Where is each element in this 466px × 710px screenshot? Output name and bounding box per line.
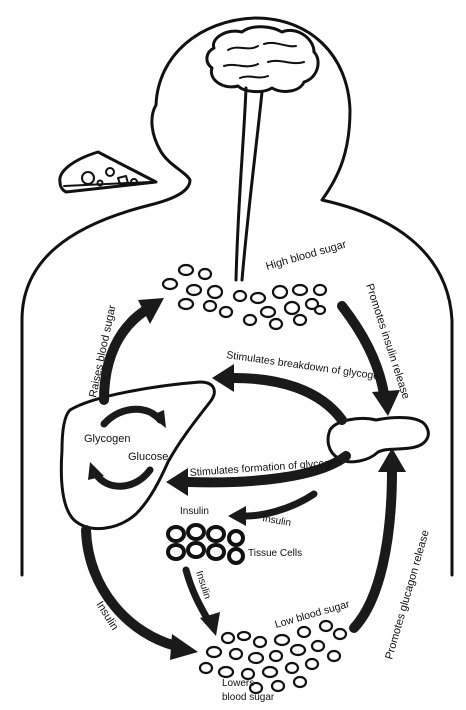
tissue-cell (166, 543, 186, 561)
glucose-cell (271, 284, 289, 300)
glucose-cell (291, 283, 309, 297)
arrow-promotes-insulin-release (337, 301, 400, 416)
glucose-cell (284, 661, 300, 675)
glucose-cell (268, 649, 284, 663)
glucose-cell (268, 317, 284, 331)
glucose-cell (198, 661, 214, 675)
glucose-cell (206, 284, 224, 300)
label-blood-sugar: blood sugar (222, 692, 275, 703)
glucose-cell (332, 627, 348, 641)
glucose-cell (242, 313, 258, 327)
glucose-cell (310, 639, 326, 653)
glucose-cell (312, 283, 328, 297)
glucose-cell (220, 631, 236, 645)
high-blood-sugar-cells (161, 263, 328, 331)
glucose-cell (304, 297, 320, 311)
glucose-cell (283, 300, 301, 316)
tissue-cells (166, 523, 245, 565)
glucose-cell (161, 277, 179, 291)
glucose-cell (232, 289, 248, 303)
glucose-cell (202, 299, 218, 313)
glucose-cell (292, 675, 308, 689)
glucose-cell (318, 619, 334, 633)
label-tissue-cells: Tissue Cells (248, 548, 302, 559)
glucose-cell (259, 305, 277, 319)
glucose-cell (177, 297, 195, 311)
tissue-cell (186, 523, 206, 541)
glucose-cell (247, 651, 265, 665)
glucose-cell (197, 267, 213, 281)
label-glucose: Glucose (128, 451, 168, 463)
label-insulin-left: Insulin (180, 506, 209, 517)
glucose-cell (177, 263, 195, 277)
glucose-cell (205, 645, 223, 659)
tissue-cell (227, 547, 245, 565)
glucose-cell (261, 665, 279, 679)
spinal-cord (234, 86, 264, 282)
tissue-cell (206, 543, 226, 561)
tissue-cell (166, 525, 186, 543)
glucose-cell (273, 633, 291, 647)
arrow-raises-blood-sugar (99, 298, 164, 405)
arrow-insulin-tissue-down (182, 566, 220, 636)
glucose-cell (326, 649, 342, 663)
arrow-stimulates-breakdown (212, 364, 347, 425)
brain-icon (205, 25, 320, 94)
tissue-cell (186, 541, 206, 559)
glucose-cell (218, 305, 234, 319)
low-blood-sugar-cells (198, 619, 348, 695)
tissue-cell (227, 529, 245, 547)
glucose-cell (252, 635, 268, 649)
arrow-stimulates-formation (166, 451, 351, 496)
glucose-cell (270, 679, 286, 693)
tissue-cell (206, 525, 226, 543)
arrow-insulin-to-tissue (228, 490, 318, 526)
glucose-cell (313, 304, 327, 316)
arrow-insulin-lowers (81, 525, 198, 660)
glucose-cell (228, 647, 244, 661)
glucose-cell (236, 630, 252, 642)
glucose-cell (304, 657, 320, 671)
label-high-blood-sugar: High blood sugar (265, 238, 349, 273)
glucose-cell (248, 681, 264, 695)
pizza-slice-icon (58, 150, 158, 194)
glucose-cell (296, 625, 312, 639)
liver-icon (59, 380, 216, 531)
glucose-cell (289, 643, 307, 657)
glucose-cell (292, 313, 308, 327)
body-outline (20, 16, 454, 577)
glucose-cell (217, 665, 235, 679)
label-glycogen: Glycogen (84, 433, 130, 445)
label-lowers: Lowers (222, 678, 254, 689)
label-low-blood-sugar: Low blood sugar (274, 598, 352, 631)
glucose-cell (185, 283, 203, 297)
glucose-cell (240, 667, 256, 681)
glucose-cell (249, 291, 267, 305)
arrow-promotes-glucagon-release (349, 448, 406, 633)
label-insulin-right: Insulin (261, 513, 291, 529)
